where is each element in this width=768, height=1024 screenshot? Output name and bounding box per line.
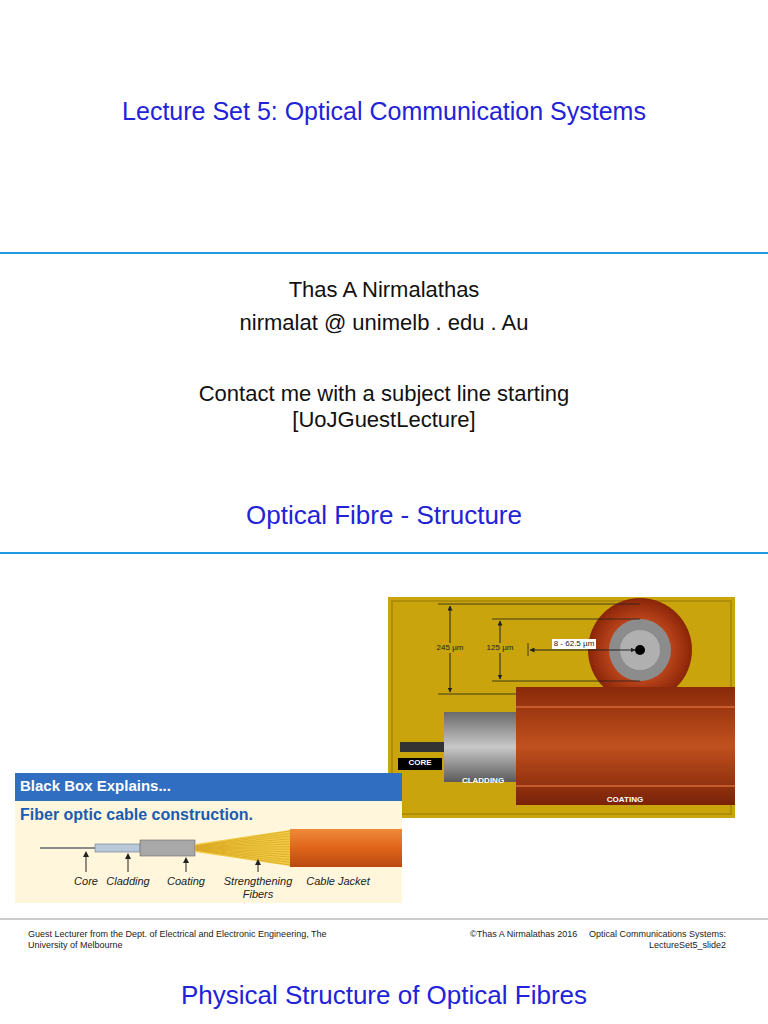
fibre-strand — [195, 844, 290, 847]
slide-title: Lecture Set 5: Optical Communication Sys… — [0, 96, 768, 126]
fibre-strand — [195, 839, 290, 847]
footer-text: ©Thas A Nirmalathas 2016 — [470, 929, 600, 940]
part-label: Strengthening Fibers — [222, 875, 294, 901]
fibre-strand — [195, 831, 290, 846]
slide-heading: Physical Structure of Optical Fibres — [0, 980, 768, 1011]
slide-heading: Optical Fibre - Structure — [0, 500, 768, 531]
fibre-strand — [195, 850, 290, 865]
banner-title: Black Box Explains... — [20, 777, 320, 795]
part-label: Cable Jacket — [300, 875, 376, 888]
fibre-strand — [195, 847, 290, 848]
rule-line — [0, 252, 768, 254]
fibre-strand — [195, 850, 290, 863]
dimension-label: 245 µm — [435, 643, 466, 653]
dimension-label: 125 µm — [485, 643, 516, 653]
part-label: CORE — [398, 758, 442, 768]
part-label: Core — [66, 875, 106, 888]
fibre-strand — [195, 849, 290, 859]
part-label: Coating — [162, 875, 210, 888]
rule-line — [0, 552, 768, 554]
fibre-cross-section-picture — [388, 597, 735, 818]
footer-rule — [0, 919, 768, 920]
part-label: Cladding — [103, 875, 153, 888]
footer-text: Guest Lecturer from the Dept. of Electri… — [28, 929, 328, 951]
banner-subtitle: Fiber optic cable construction. — [20, 805, 390, 824]
footer-text: Optical Communications Systems: LectureS… — [566, 929, 726, 951]
contact-note: Contact me with a subject line starting … — [124, 381, 644, 434]
author-name: Thas A Nirmalathas — [0, 277, 768, 303]
fibre-strand — [195, 836, 290, 846]
cable-construction-picture — [15, 773, 402, 903]
part-label: CLADDING — [452, 776, 514, 786]
dimension-label: 8 - 62.5 µm — [552, 639, 597, 649]
fibre-strand — [195, 841, 290, 847]
part-label: COATING — [580, 795, 670, 805]
author-email: nirmalat @ unimelb . edu . Au — [0, 310, 768, 336]
